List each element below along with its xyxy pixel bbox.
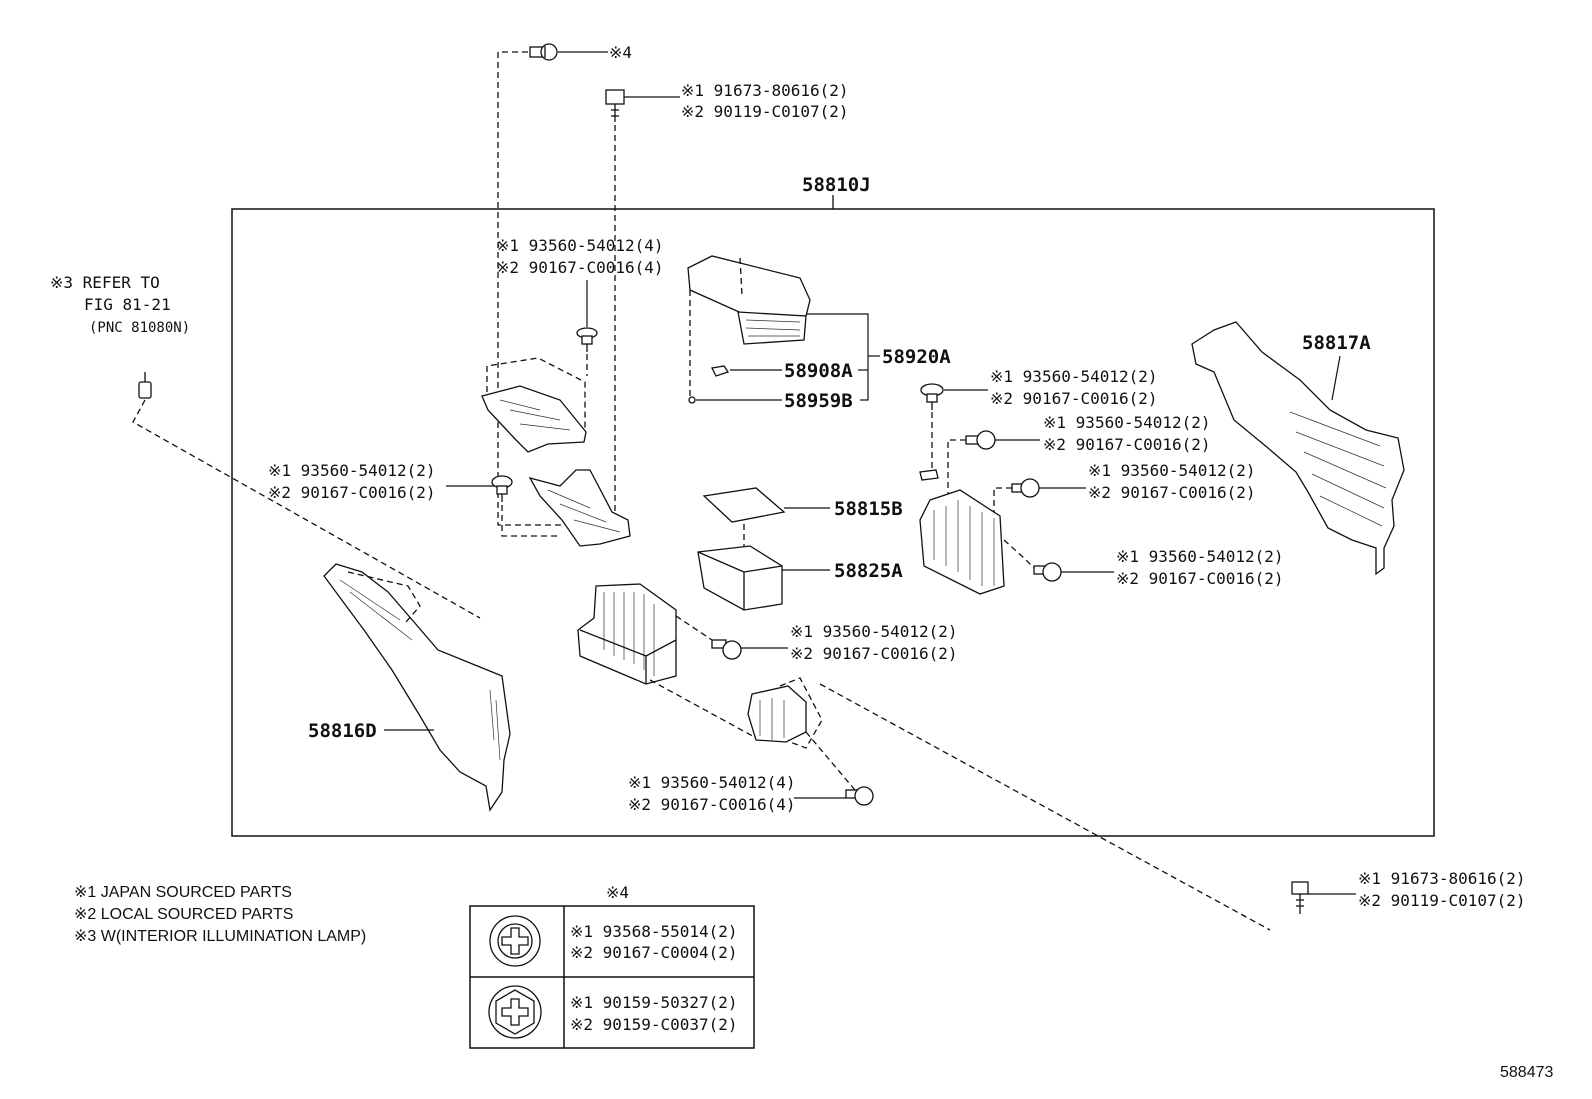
assembly-frame — [231, 208, 1435, 837]
round-head-phillips-screw-icon — [489, 915, 541, 967]
right-bottom-screw-line2: ※2 90167-C0016(2) — [1116, 569, 1284, 588]
right-screw-bottom-icon — [1033, 562, 1062, 582]
right-screw-mid-icon — [965, 430, 996, 450]
rear-bracket-part — [747, 685, 807, 743]
label-58817A: 58817A — [1302, 332, 1371, 354]
left-screw-line1: ※1 93560-54012(2) — [268, 461, 436, 480]
side-bracket-part — [919, 489, 1005, 595]
left-screw-icon — [491, 475, 513, 502]
top-screw-note: ※4 — [609, 43, 632, 62]
refer-line3: (PNC 81080N) — [89, 320, 190, 336]
center-screw-icon — [711, 639, 742, 660]
mat-part — [702, 487, 786, 523]
table-row1-line2: ※2 90167-C0004(2) — [570, 943, 738, 962]
upper-bracket-part — [481, 385, 587, 453]
center-screw-line2: ※2 90167-C0016(2) — [790, 644, 958, 663]
assembly-label: 58810J — [802, 174, 871, 196]
table-row2-line1: ※1 90159-50327(2) — [570, 993, 738, 1012]
center-screw-line1: ※1 93560-54012(2) — [790, 622, 958, 641]
label-58908A: 58908A — [784, 360, 853, 382]
legend-line3: ※3 W(INTERIOR ILLUMINATION LAMP) — [74, 928, 366, 945]
table-row1-line1: ※1 93568-55014(2) — [570, 922, 738, 941]
left-side-panel-part — [323, 563, 511, 812]
legend-line1: ※1 JAPAN SOURCED PARTS — [74, 884, 292, 901]
table-row2-line2: ※2 90159-C0037(2) — [570, 1015, 738, 1034]
right-clip-icon — [919, 469, 939, 481]
legend-line2: ※2 LOCAL SOURCED PARTS — [74, 906, 293, 923]
label-58816D: 58816D — [308, 720, 377, 742]
figure-id: 588473 — [1500, 1064, 1553, 1081]
table-title: ※4 — [606, 883, 629, 902]
right-screw-lower-icon — [1011, 478, 1040, 498]
refer-line2: FIG 81-21 — [84, 295, 171, 314]
tray-part — [697, 545, 783, 611]
far-right-bolt-icon — [1291, 881, 1309, 914]
upper-center-screw-icon — [576, 327, 598, 352]
label-58825A: 58825A — [834, 560, 903, 582]
top-bolt-line2: ※2 90119-C0107(2) — [681, 102, 849, 121]
far-right-bolt-line1: ※1 91673-80616(2) — [1358, 869, 1526, 888]
far-right-bolt-line2: ※2 90119-C0107(2) — [1358, 891, 1526, 910]
top-bolt-icon — [605, 89, 625, 122]
right-side-panel-part — [1191, 321, 1405, 576]
box-lid-part — [687, 255, 811, 345]
hex-head-phillips-screw-icon — [488, 985, 542, 1039]
top-screw-icon — [529, 43, 558, 61]
right-mid-screw-line2: ※2 90167-C0016(2) — [1043, 435, 1211, 454]
small-pin-icon — [688, 396, 696, 404]
fastener-table — [469, 905, 755, 1049]
right-upper-screw-line1: ※1 93560-54012(2) — [990, 367, 1158, 386]
refer-line1: ※3 REFER TO — [50, 273, 160, 292]
bottom-screw-line1: ※1 93560-54012(4) — [628, 773, 796, 792]
right-screw-top-icon — [920, 383, 944, 410]
console-box-part — [577, 583, 677, 685]
label-58815B: 58815B — [834, 498, 903, 520]
right-lower-screw-line2: ※2 90167-C0016(2) — [1088, 483, 1256, 502]
bottom-screw-line2: ※2 90167-C0016(4) — [628, 795, 796, 814]
right-mid-screw-line1: ※1 93560-54012(2) — [1043, 413, 1211, 432]
upper-center-screw-line2: ※2 90167-C0016(4) — [496, 258, 664, 277]
left-screw-line2: ※2 90167-C0016(2) — [268, 483, 436, 502]
lower-bracket-part — [528, 469, 631, 547]
right-bottom-screw-line1: ※1 93560-54012(2) — [1116, 547, 1284, 566]
lamp-connector-icon — [138, 372, 152, 399]
right-lower-screw-line1: ※1 93560-54012(2) — [1088, 461, 1256, 480]
label-58959B: 58959B — [784, 390, 853, 412]
upper-center-screw-line1: ※1 93560-54012(4) — [496, 236, 664, 255]
bottom-screw-icon — [845, 786, 874, 806]
top-bolt-line1: ※1 91673-80616(2) — [681, 81, 849, 100]
clip-icon — [711, 365, 730, 377]
label-58920A: 58920A — [882, 346, 951, 368]
right-upper-screw-line2: ※2 90167-C0016(2) — [990, 389, 1158, 408]
